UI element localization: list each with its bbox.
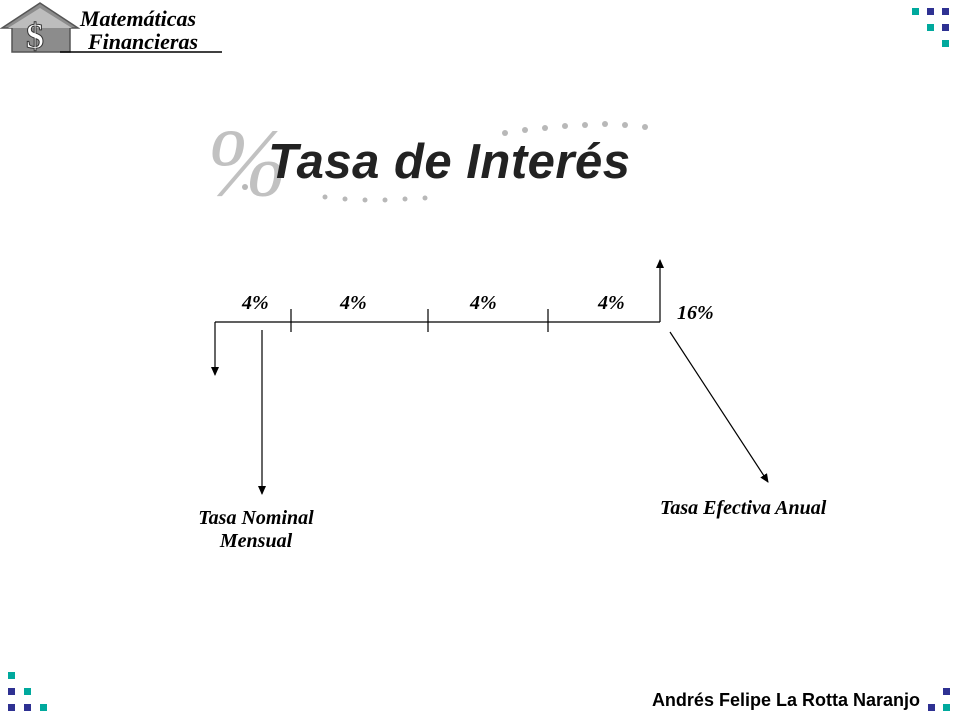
- effective-rate-pointer: [669, 331, 769, 483]
- course-logo: $ Matemáticas Financieras: [0, 0, 230, 60]
- effective-rate-value: 16%: [677, 302, 714, 324]
- logo-title-line2: Financieras: [88, 29, 199, 54]
- logo-title-line1: Matemáticas: [80, 6, 197, 31]
- period-rate-3: 4%: [470, 292, 497, 314]
- nominal-caption-line2: Mensual: [219, 530, 293, 552]
- page-title: Tasa de Interés: [268, 135, 631, 189]
- period-rate-1: 4%: [242, 292, 269, 314]
- svg-text:%: %: [207, 115, 287, 210]
- period-rate-2: 4%: [340, 292, 367, 314]
- nominal-caption-line1: Tasa Nominal: [198, 507, 314, 529]
- dollar-house-icon: $: [0, 2, 222, 57]
- effective-rate-caption: Tasa Efectiva Anual: [660, 497, 827, 519]
- title-background-graphic: %: [207, 115, 648, 210]
- nominal-rate-caption: Tasa Nominal Mensual: [176, 507, 336, 553]
- period-rate-4: 4%: [598, 292, 625, 314]
- author-name: Andrés Felipe La Rotta Naranjo: [651, 690, 920, 710]
- logo-dollar-symbol: $: [26, 16, 44, 56]
